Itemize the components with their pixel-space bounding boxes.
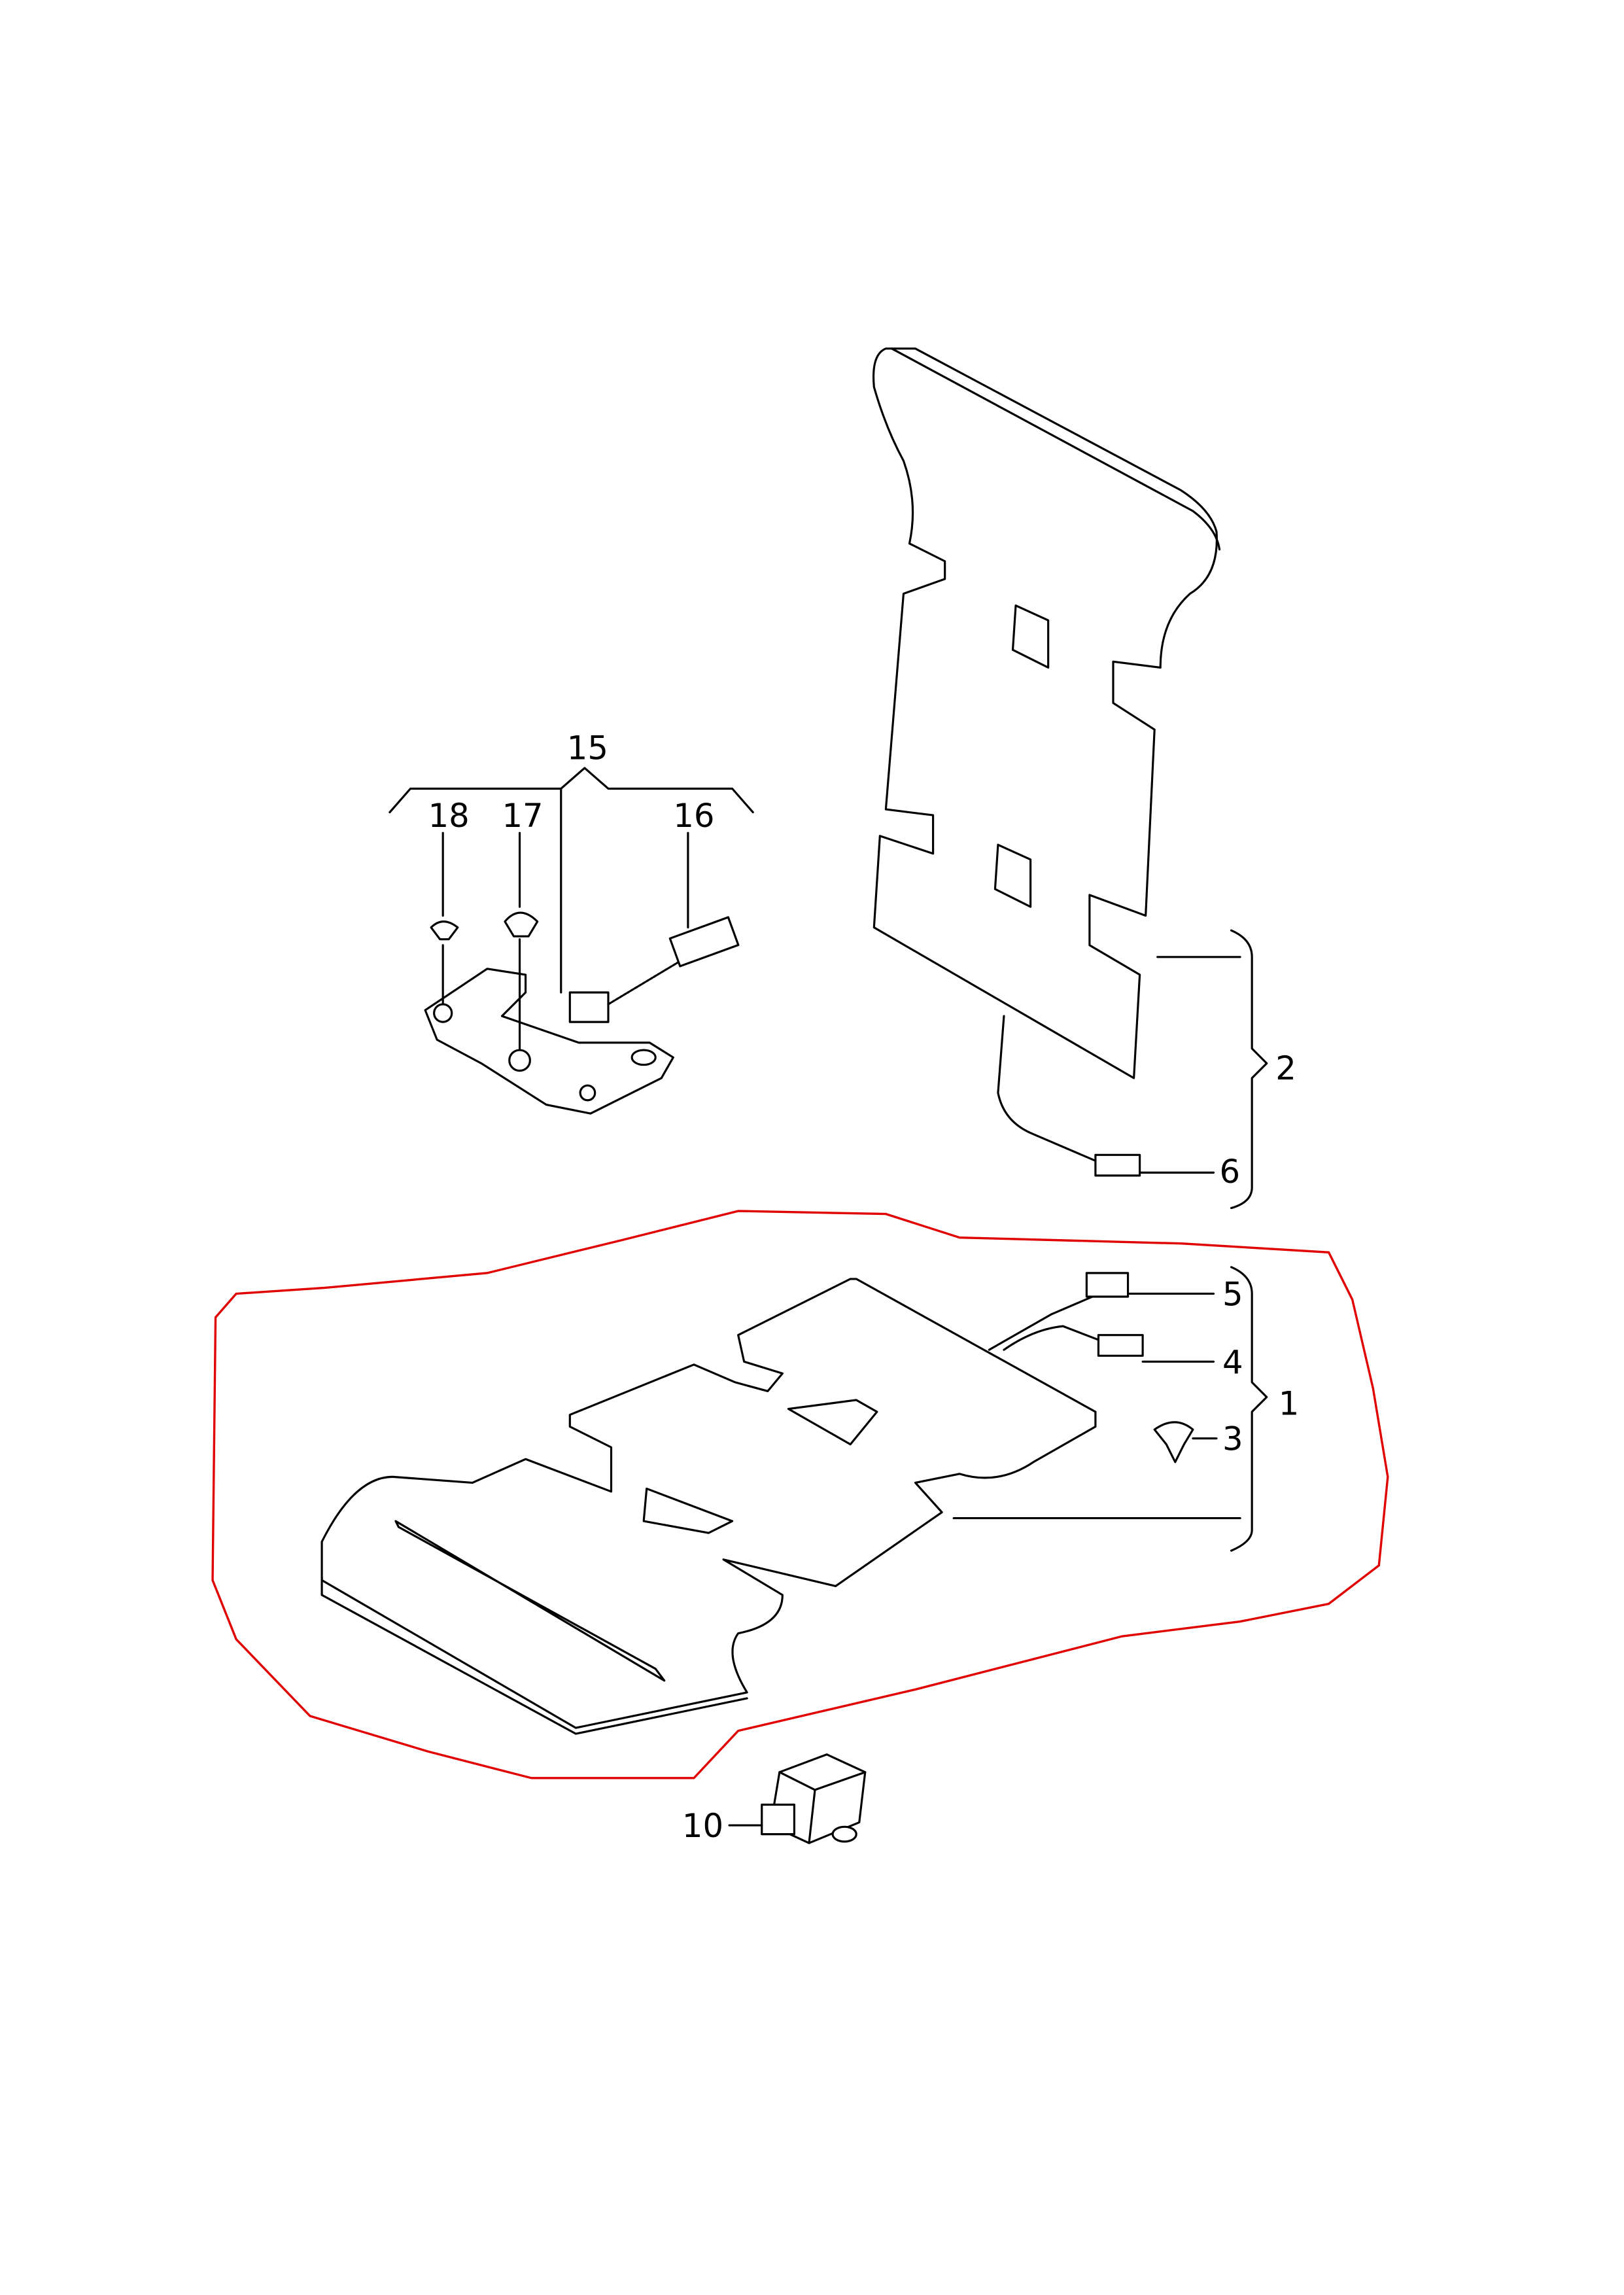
sensor-module [568,991,610,1023]
connector-6 [1094,1153,1141,1177]
label-4: 4 [1222,1343,1243,1381]
label-5: 5 [1222,1276,1243,1314]
connector-16 [668,916,740,968]
label-2: 2 [1275,1049,1296,1087]
plug-17 [504,911,539,937]
label-3: 3 [1222,1420,1243,1458]
control-unit-10[interactable] [761,1753,867,1844]
bracket-2 [1156,929,1268,1210]
label-6: 6 [1220,1153,1241,1191]
bracket-1 [952,1266,1268,1552]
backrest-heating-mat[interactable] [872,347,1221,1177]
label-1: 1 [1279,1385,1300,1423]
seat-heating-mat[interactable] [320,1272,1194,1735]
connector-4 [1097,1334,1144,1357]
label-15: 15 [567,729,608,767]
label-10: 10 [682,1807,723,1845]
label-18: 18 [428,797,470,835]
bracket-15 [389,767,754,1050]
plug-18 [430,920,459,941]
clip-3 [1153,1421,1194,1463]
sensor-mat-set[interactable] [424,911,740,1115]
label-16: 16 [673,797,714,835]
label-17: 17 [502,797,543,835]
connector-5 [1085,1272,1130,1298]
highlight-outline [211,1210,1389,1779]
